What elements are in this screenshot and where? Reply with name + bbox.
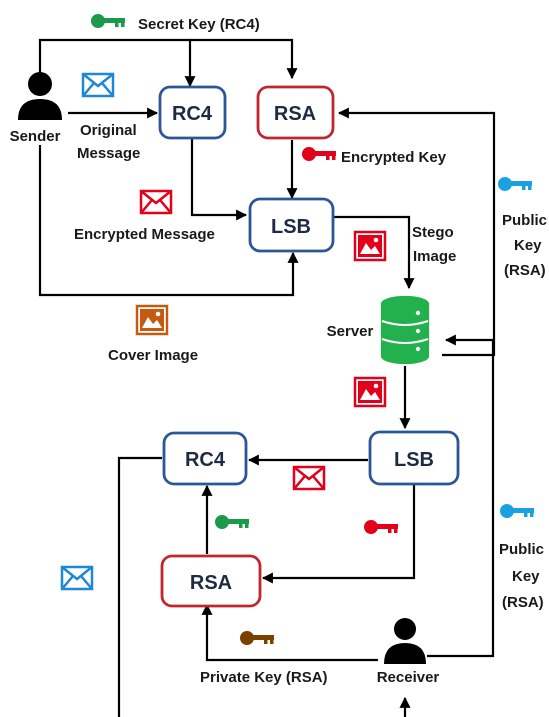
public-key-bottom-icon — [500, 504, 534, 518]
original-message-label-line2: Message — [77, 145, 140, 162]
line-rc4-to-receiver-output — [117, 456, 162, 717]
original-message-mail-icon — [81, 72, 115, 98]
public-key-bottom-label-line3: (RSA) — [502, 594, 544, 611]
connectors-decryption — [117, 334, 495, 717]
public-key-top-label-line1: Public — [502, 212, 547, 229]
node-rc4-top: RC4 — [158, 85, 227, 140]
arrow-secret-key-to-rc4 — [38, 38, 196, 88]
sender-icon — [18, 72, 62, 120]
rc4-top-label: RC4 — [172, 103, 213, 125]
sender-label: Sender — [10, 128, 61, 145]
cover-image-icon — [135, 304, 169, 336]
public-key-top-icon — [498, 177, 532, 191]
connectors-encryption — [38, 38, 496, 357]
node-lsb-bottom: LSB — [368, 430, 460, 486]
encrypted-key-extracted-icon — [364, 520, 398, 534]
database-icon — [380, 295, 430, 365]
arrow-sender-cover-to-lsb — [38, 145, 299, 297]
rc4-bottom-label: RC4 — [185, 449, 226, 471]
stego-image-icon — [353, 230, 387, 262]
rsa-bottom-label: RSA — [190, 572, 232, 594]
private-key-label: Private Key (RSA) — [200, 669, 328, 686]
encrypted-key-label: Encrypted Key — [341, 149, 447, 166]
arrow-secret-key-to-rsa — [190, 38, 298, 80]
lsb-top-label: LSB — [271, 216, 311, 238]
node-rsa-top: RSA — [256, 85, 335, 140]
rsa-top-label: RSA — [274, 103, 316, 125]
private-key-icon — [240, 631, 274, 645]
stego-image-label-line2: Image — [413, 248, 456, 265]
decrypted-message-mail-icon — [60, 565, 94, 591]
stego-image-stored-icon — [353, 376, 387, 408]
public-key-top-label-line3: (RSA) — [504, 262, 546, 279]
stego-image-label-line1: Stego — [412, 224, 454, 241]
arrow-lsb-to-server — [333, 215, 415, 290]
encrypted-message-label: Encrypted Message — [74, 226, 215, 243]
node-rc4-bottom: RC4 — [162, 431, 248, 486]
extracted-message-mail-icon — [292, 465, 326, 491]
encrypted-key-icon — [302, 147, 336, 161]
public-key-bottom-label-line1: Public — [499, 541, 544, 558]
cover-image-label: Cover Image — [108, 347, 198, 364]
public-key-bottom-label-line2: Key — [512, 568, 540, 585]
receiver-icon — [384, 618, 426, 664]
encrypted-message-mail-icon — [139, 189, 173, 215]
server-label: Server — [327, 323, 374, 340]
public-key-top-label-line2: Key — [514, 237, 542, 254]
secret-key-recovered-icon — [215, 515, 249, 529]
receiver-label: Receiver — [377, 669, 440, 686]
arrow-public-key-to-rsa — [337, 107, 496, 357]
arrow-lsb-to-rsa — [261, 484, 416, 584]
arrow-receiver-public-key-to-server — [427, 334, 495, 658]
secret-key-label: Secret Key (RC4) — [138, 16, 260, 33]
node-rsa-bottom: RSA — [160, 554, 262, 608]
original-message-label-line1: Original — [80, 122, 137, 139]
node-lsb-top: LSB — [248, 197, 335, 253]
secret-key-icon — [91, 14, 125, 28]
arrow-rc4-to-lsb — [190, 138, 248, 221]
lsb-bottom-label: LSB — [394, 449, 434, 471]
arrow-receiver-private-key-to-rsa — [201, 603, 378, 662]
